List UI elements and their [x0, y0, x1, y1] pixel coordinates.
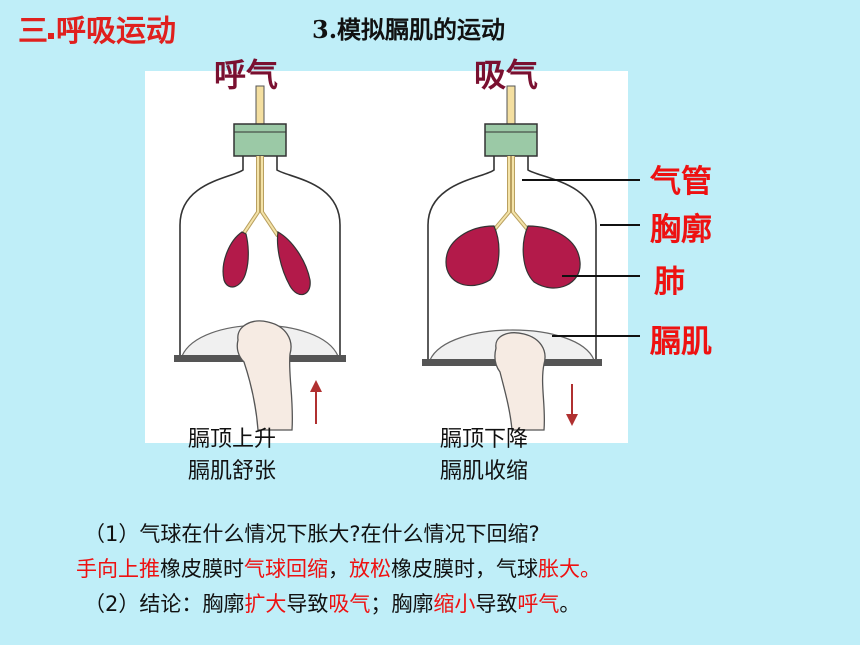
inhale-right-lung	[522, 225, 581, 289]
answer-release: 放松	[349, 557, 391, 581]
part-label-trachea: 气管	[650, 164, 712, 200]
exhale-trachea	[240, 156, 280, 238]
exhale-caption-line2: 膈肌舒张	[188, 459, 277, 484]
section-title: 三呼吸运动	[18, 6, 176, 50]
conclusion-enlarge: 扩大	[244, 592, 287, 616]
exhale-right-lung	[276, 231, 311, 296]
section-title-text: 呼吸运动	[56, 14, 176, 49]
part-label-diaphragm: 膈肌	[650, 324, 712, 360]
question-1: （1）气球在什么情况下胀大?在什么情况下回缩?	[84, 522, 540, 546]
inhale-stopper	[484, 123, 538, 157]
answer-1: 手向上推橡皮膜时气球回缩，放松橡皮膜时，气球胀大。	[76, 553, 601, 583]
answer-text: 橡皮膜时，气球	[391, 557, 538, 581]
conclusion-text: 导致	[286, 592, 329, 616]
subtitle: 3.模拟膈肌的运动	[312, 15, 506, 44]
exhale-label: 呼气	[214, 56, 279, 94]
inhale-caption-line2: 膈肌收缩	[440, 459, 529, 484]
inhale-caption-line1: 膈顶下降	[440, 427, 529, 452]
inhale-left-lung	[445, 225, 500, 287]
conclusion-shrink: 缩小	[433, 592, 476, 616]
answer-balloon-expand: 胀大。	[538, 557, 601, 581]
inhale-label: 吸气	[474, 56, 539, 94]
exhale-jar	[174, 85, 346, 431]
part-label-lung: 肺	[654, 264, 685, 300]
exhale-stopper	[233, 123, 287, 157]
conclusion-text: （2）结论：胸廓	[84, 592, 245, 616]
conclusion-exhale: 呼气	[517, 592, 560, 616]
inhale-jar	[422, 85, 602, 431]
inhale-trachea	[492, 156, 530, 232]
answer-balloon-shrink: 气球回缩	[244, 557, 328, 581]
label-leader-lines	[522, 179, 640, 337]
conclusion-inhale: 吸气	[328, 592, 371, 616]
answer-text: 橡皮膜时	[160, 557, 244, 581]
part-label-chest: 胸廓	[650, 212, 712, 248]
exhale-left-lung	[222, 231, 249, 288]
exhale-hand	[236, 320, 294, 431]
conclusion: （2）结论：胸廓扩大导致吸气；胸廓缩小导致呼气。	[84, 588, 580, 618]
conclusion-text: ；胸廓	[370, 592, 434, 616]
section-number: 三	[18, 14, 48, 49]
conclusion-text: 。	[559, 592, 581, 616]
inhale-hand	[494, 332, 546, 431]
inhale-caption: 膈顶下降 膈肌收缩	[440, 424, 528, 488]
exhale-caption: 膈顶上升 膈肌舒张	[188, 424, 276, 488]
conclusion-text: 导致	[475, 592, 518, 616]
answer-text: ，	[328, 557, 349, 581]
exhale-caption-line1: 膈顶上升	[188, 427, 277, 452]
period-dot	[48, 33, 54, 39]
answer-push-up: 手向上推	[76, 557, 160, 581]
